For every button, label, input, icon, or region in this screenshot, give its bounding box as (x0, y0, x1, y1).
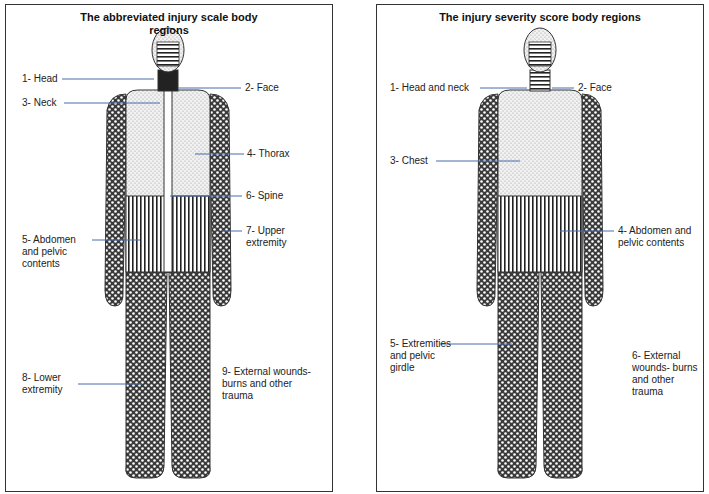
region-label: 8- Lower extremity (22, 372, 78, 396)
region-label: 7- Upper extremity (246, 225, 316, 249)
region-label: 5- Extremities and pelvic girdle (390, 338, 462, 374)
region-label: 2- Face (578, 82, 638, 94)
iss-figure (477, 28, 603, 478)
region-label: 1- Head and neck (390, 82, 480, 94)
region-label: 1- Head (22, 73, 82, 85)
region-label: 2- Face (245, 82, 315, 94)
region-label: 9- External wounds- burns and other trau… (222, 366, 318, 402)
panel-title: The abbreviated injury scale body region… (64, 11, 274, 37)
region-label: 6- External wounds- burns and other trau… (632, 350, 700, 398)
ais-figure (105, 28, 231, 478)
region-label: 6- Spine (246, 190, 316, 202)
region-label: 4- Thorax (247, 148, 317, 160)
region-label: 5- Abdomen and pelvic contents (22, 234, 90, 270)
leader-lines (62, 79, 614, 384)
region-label: 4- Abdomen and pelvic contents (618, 225, 698, 249)
panel-title: The injury severity score body regions (435, 11, 645, 24)
region-label: 3- Chest (390, 155, 450, 167)
region-label: 3- Neck (22, 97, 82, 109)
